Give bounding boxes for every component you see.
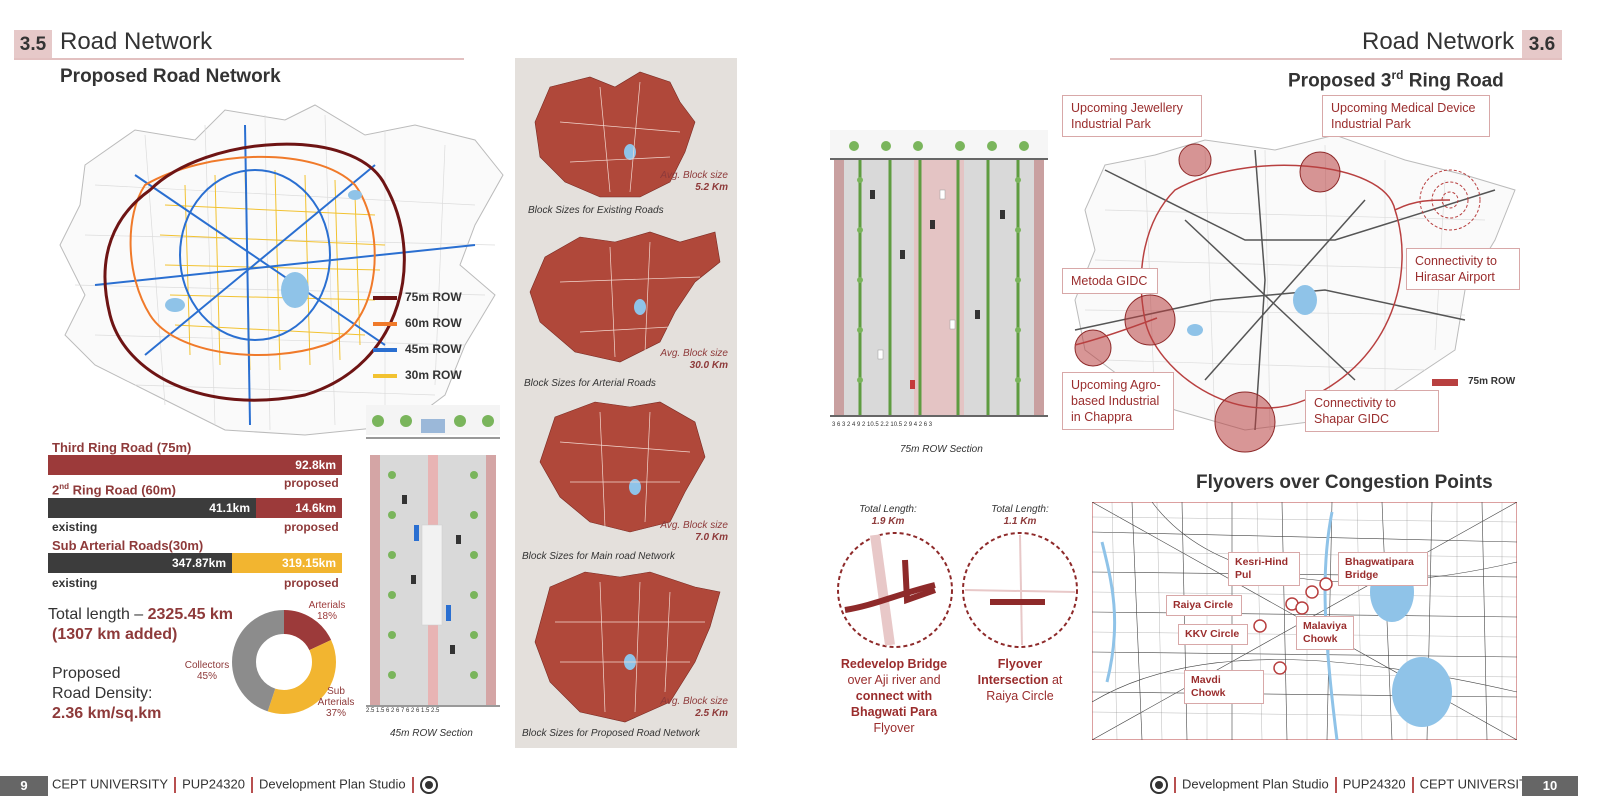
density-line2: Road Density:: [52, 685, 153, 702]
flyover-heading: Flyovers over Congestion Points: [1196, 472, 1493, 493]
third-ring-road-map: [1074, 134, 1516, 453]
studio-logo-icon-right: [1150, 776, 1168, 794]
45m-section-dims: 2.5 1.5 6 2 6 7 6 2 6 1.5 2.5: [366, 708, 440, 714]
legend-30m: 30m ROW: [373, 368, 462, 382]
density-line1: Proposed: [52, 665, 121, 682]
third-ring-note: proposed: [284, 476, 339, 490]
sub-arterial-proposed-note: proposed: [284, 576, 339, 590]
point-malaviya-chowk: Malaviya Chowk: [1296, 616, 1354, 650]
75m-row-section-drawing: [830, 130, 1048, 417]
second-ring-label: 2nd Ring Road (60m): [52, 482, 176, 498]
block-size-maps: [529, 71, 721, 723]
donut-slice-1: [232, 610, 336, 714]
title-rule: [14, 58, 464, 60]
second-ring-existing-note: existing: [52, 520, 98, 534]
75m-section-caption: 75m ROW Section: [900, 444, 983, 455]
flyover-left-caption: Redevelop Bridge over Aji river and conn…: [840, 657, 948, 735]
sub-arterial-existing-bar: 347.87km: [48, 553, 232, 573]
point-raiya-circle: Raiya Circle: [1166, 595, 1242, 616]
page-title: Road Network: [60, 28, 213, 55]
flyover-bridge-inset: [837, 532, 953, 648]
callout-jewellery-park: Upcoming Jewellery Industrial Park: [1062, 95, 1202, 137]
point-mavdi-chowk: Mavdi Chowk: [1184, 670, 1264, 704]
total-length: Total length – 2325.45 km: [48, 606, 234, 623]
45m-row-section-drawing: [366, 405, 500, 707]
right-section-number-badge: 3.6: [1522, 30, 1562, 60]
75m-section-dims: 3 6 3 2 4 9 2 10.5 2.2 10.5 2 9 4 2 6 3: [832, 422, 933, 428]
legend-60m: 60m ROW: [373, 316, 462, 330]
point-kesri-hind-pul: Kesri-Hind Pul: [1228, 552, 1300, 586]
callout-shapar-gidc: Connectivity to Shapar GIDC: [1305, 390, 1439, 432]
left-page-number: 9: [0, 776, 48, 796]
block-caption-main: Block Sizes for Main road Network: [522, 551, 675, 562]
sub-arterial-label: Sub Arterial Roads(30m): [52, 538, 204, 553]
flyover-left-length: Total Length:1.9 Km: [859, 504, 917, 527]
callout-metoda-gidc: Metoda GIDC: [1062, 268, 1158, 294]
second-ring-proposed-note: proposed: [284, 520, 339, 534]
third-ring-bar: 92.8km: [48, 455, 342, 475]
sub-arterial-proposed-bar: 319.15km: [232, 553, 342, 573]
density-value: 2.36 km/sq.km: [52, 705, 162, 722]
legend-75m: 75m ROW: [373, 290, 462, 304]
right-title-rule: [1110, 58, 1562, 60]
point-bhagwatipara-bridge: Bhagwatipara Bridge: [1338, 552, 1428, 586]
total-length-added: (1307 km added): [52, 626, 178, 643]
legend-45m: 45m ROW: [373, 342, 462, 356]
third-ring-heading: Proposed 3rd Ring Road: [1288, 68, 1504, 92]
proposed-road-network-map: [59, 104, 504, 436]
point-kkv-circle: KKV Circle: [1178, 624, 1248, 645]
45m-section-caption: 45m ROW Section: [390, 728, 473, 739]
second-ring-proposed-bar: 14.6km: [256, 498, 342, 518]
callout-agro-industrial: Upcoming Agro-based Industrial in Chappr…: [1062, 372, 1174, 430]
legend-75m-right: 75m ROW: [1432, 376, 1515, 387]
second-ring-existing-bar: 41.1km: [48, 498, 256, 518]
section-number-badge: 3.5: [14, 30, 52, 60]
block-caption-existing: Block Sizes for Existing Roads: [528, 205, 664, 216]
right-page-title: Road Network: [1362, 28, 1515, 55]
studio-logo-icon: [419, 776, 438, 794]
block-caption-arterial: Block Sizes for Arterial Roads: [524, 378, 656, 389]
sub-arterial-existing-note: existing: [52, 576, 98, 590]
block-caption-proposed: Block Sizes for Proposed Road Network: [522, 728, 700, 739]
callout-medical-park: Upcoming Medical Device Industrial Park: [1322, 95, 1490, 137]
right-page-number: 10: [1522, 776, 1578, 796]
callout-hirasar-airport: Connectivity to Hirasar Airport: [1406, 248, 1520, 290]
flyover-raiya-inset: [962, 532, 1078, 648]
flyover-right-caption: Flyover Intersection at Raiya Circle: [977, 657, 1063, 703]
road-hierarchy-donut: [232, 610, 336, 714]
third-ring-label: Third Ring Road (75m): [52, 440, 192, 455]
section-subtitle: Proposed Road Network: [60, 66, 281, 87]
flyover-right-length: Total Length:1.1 Km: [991, 504, 1049, 527]
donut-slice-2: [232, 610, 336, 714]
